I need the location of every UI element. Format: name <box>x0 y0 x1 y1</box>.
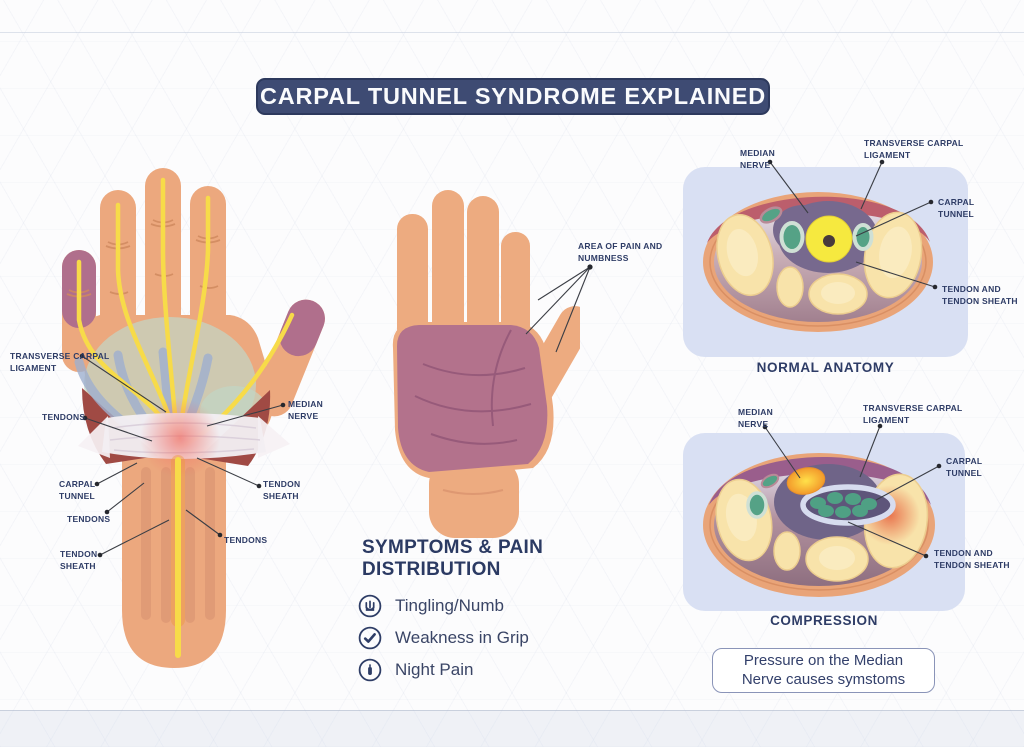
label-compression-carpal-tunnel: CARPAL TUNNEL <box>946 456 983 479</box>
tendon-cross-section <box>779 221 805 253</box>
compressed-tendons <box>810 492 877 518</box>
label-normal-tendon-sheath: TENDON AND TENDON SHEATH <box>942 284 1018 307</box>
label-area-of-pain: AREA OF PAIN AND NUMBNESS <box>578 241 663 264</box>
top-divider <box>0 32 1024 33</box>
symptom-label: Weakness in Grip <box>395 628 529 647</box>
label-tendons-upper-left: TENDONS <box>42 412 86 422</box>
label-normal-carpal-tunnel: CARPAL TUNNEL <box>938 197 975 220</box>
symptom-label: Night Pain <box>395 660 474 679</box>
symptoms-heading: SYMPTOMS & PAIN DISTRIBUTION <box>362 537 544 580</box>
palm-creases <box>414 329 532 445</box>
label-transverse-carpal-ligament: TRANSVERSE CARPAL LIGAMENT <box>10 351 110 374</box>
night-icon <box>358 658 382 682</box>
label-tendons-right: TENDONS <box>224 535 268 545</box>
compression-caption: COMPRESSION <box>770 613 878 628</box>
symptom-row: Weakness in Grip <box>358 626 529 650</box>
checkmark-icon <box>358 626 382 650</box>
note-box: Pressure on the Median Nerve causes syms… <box>712 648 935 693</box>
cross-section-normal <box>703 192 933 332</box>
label-compression-tendon-sheath: TENDON AND TENDON SHEATH <box>934 548 1010 571</box>
bottom-strip <box>0 710 1024 747</box>
symptom-label: Tingling/Numb <box>395 596 504 615</box>
tendon-cross-section <box>852 223 874 251</box>
hand-palm-illustration <box>392 190 580 538</box>
label-tendon-sheath-left: TENDON SHEATH <box>60 549 98 572</box>
label-median-nerve: MEDIAN NERVE <box>288 399 324 422</box>
label-tendon-sheath-right: TENDON SHEATH <box>263 479 301 502</box>
normal-anatomy-caption: NORMAL ANATOMY <box>756 360 895 375</box>
label-tendons-lower-left: TENDONS <box>67 514 111 524</box>
tingling-hand-icon <box>358 594 382 618</box>
page-title: CARPAL TUNNEL SYNDROME EXPLAINED <box>256 78 770 115</box>
label-carpal-tunnel: CARPAL TUNNEL <box>59 479 96 502</box>
note-text: Pressure on the Median Nerve causes syms… <box>741 651 906 688</box>
label-normal-transverse-carpal-ligament: TRANSVERSE CARPAL LIGAMENT <box>864 138 964 161</box>
cross-section-compression <box>703 453 935 597</box>
symptom-row: Tingling/Numb <box>358 594 529 618</box>
label-compression-transverse-carpal-ligament: TRANSVERSE CARPAL LIGAMENT <box>863 403 963 426</box>
label-normal-median-nerve: MEDIAN NERVE <box>740 148 776 171</box>
page-title-text: CARPAL TUNNEL SYNDROME EXPLAINED <box>259 83 767 109</box>
label-compression-median-nerve: MEDIAN NERVE <box>738 407 774 430</box>
symptom-row: Night Pain <box>358 658 529 682</box>
symptom-list: Tingling/Numb Weakness in Grip Night Pai… <box>358 594 529 690</box>
